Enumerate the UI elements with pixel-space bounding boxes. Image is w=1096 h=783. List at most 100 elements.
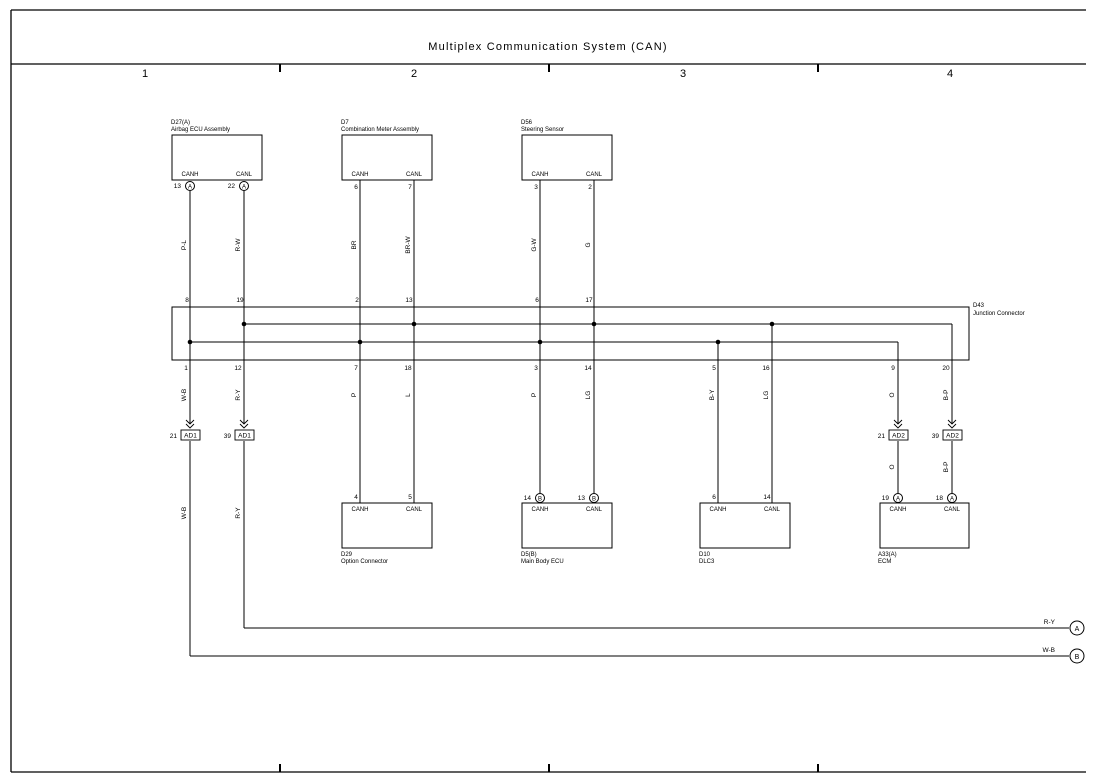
lower-wire-colors: W-B R-Y P L P LG B-Y LG O B-P (181, 389, 950, 402)
pin-number: 6 (712, 494, 716, 501)
component-name: Main Body ECU (521, 559, 564, 565)
pin-number: 39 (224, 433, 232, 440)
wire-color-label: R-Y (235, 389, 242, 401)
inline-connector-ad1-b: 39 AD1 (224, 429, 255, 441)
component-name: ECM (878, 559, 891, 565)
connector-box (888, 429, 909, 441)
junction-connector-label: D43 Junction Connector (973, 303, 1025, 317)
wire-color-label: R-Y (235, 507, 242, 519)
pin-number: 13 (405, 297, 413, 304)
component-main-body-ecu: 14 B 13 B CANH CANL D5(B) Main Body ECU (521, 493, 613, 565)
continuation-marker (1069, 620, 1085, 636)
wire-color-label: G-W (531, 237, 538, 251)
component-id: D10 (699, 552, 711, 558)
wire-color-label: G (585, 242, 592, 247)
after-inline-wire-colors: W-B R-Y O B-P (181, 462, 950, 520)
wires (189, 180, 1069, 657)
connector-letter: A (950, 497, 954, 503)
component-box (171, 134, 263, 181)
inline-connector-ad2-b: 39 AD2 (932, 429, 963, 441)
wire-color-label: W-B (181, 507, 188, 520)
connector-letter: A (896, 497, 900, 503)
pin-number: 5 (408, 494, 412, 501)
pin-label: CANH (709, 507, 726, 513)
splice-point (591, 321, 597, 327)
pin-number: 14 (763, 494, 771, 501)
pin-label: CANH (351, 507, 368, 513)
wire-color-label: P (531, 393, 538, 397)
wire-color-label: BR-W (405, 235, 412, 253)
connector-letter: A (188, 185, 192, 191)
pin-number: 14 (584, 365, 592, 372)
splice-point (769, 321, 775, 327)
splice-point (187, 339, 193, 345)
page-title: Multiplex Communication System (CAN) (428, 41, 667, 53)
component-id: D5(B) (521, 552, 537, 558)
pin-number: 3 (534, 365, 538, 372)
pin-label: CANH (889, 507, 906, 513)
pin-label: CANH (531, 172, 548, 178)
junction-bottom-pins: 1 12 7 18 3 14 5 16 9 20 (184, 365, 950, 372)
component-airbag-ecu: D27(A) Airbag ECU Assembly CANH CANL 13 … (171, 120, 263, 191)
pin-label: CANH (181, 172, 198, 178)
grid-col-2: 2 (411, 68, 417, 80)
pin-number: 39 (932, 433, 940, 440)
pin-label: CANL (764, 507, 781, 513)
connector-box (180, 429, 201, 441)
component-combination-meter: D7 Combination Meter Assembly CANH CANL … (341, 120, 433, 191)
inline-connector-ad2-a: 21 AD2 (878, 429, 909, 441)
junction-name: Junction Connector (973, 311, 1025, 317)
pin-number: 1 (184, 365, 188, 372)
grid-col-4: 4 (947, 68, 953, 80)
pin-number: 5 (712, 365, 716, 372)
pin-number: 18 (936, 495, 944, 502)
pin-number: 12 (234, 365, 242, 372)
junction-id: D43 (973, 303, 985, 309)
component-box (699, 502, 791, 549)
component-box (341, 502, 433, 549)
pin-number: 19 (236, 297, 244, 304)
pin-number: 3 (534, 184, 538, 191)
wire-color-label: P-L (181, 240, 188, 251)
component-id: A33(A) (878, 552, 897, 558)
wire-color-label: O (889, 392, 896, 397)
component-ecm: 19 A 18 A CANH CANL A33(A) ECM (878, 493, 970, 565)
splice-point (715, 339, 721, 345)
continuation-letter: B (1075, 654, 1080, 661)
pin-number: 7 (354, 365, 358, 372)
pin-label: CANL (406, 172, 423, 178)
pin-number: 13 (578, 495, 586, 502)
component-steering-sensor: D56 Steering Sensor CANH CANL 3 2 (521, 120, 613, 191)
wire-color-label: R-Y (1044, 619, 1056, 626)
connector-letter: A (242, 185, 246, 191)
component-dlc3: 6 14 CANH CANL D10 DLC3 (699, 494, 791, 565)
wire-color-label: LG (763, 391, 770, 400)
pin-number: 13 (174, 183, 182, 190)
component-name: Option Connector (341, 559, 388, 565)
splice-point (411, 321, 417, 327)
splice-point (357, 339, 363, 345)
inline-connector-ad1-a: 21 AD1 (170, 429, 201, 441)
continuation-marker (1069, 648, 1085, 664)
pin-number: 2 (355, 297, 359, 304)
pin-label: CANL (236, 172, 253, 178)
component-name: Airbag ECU Assembly (171, 127, 230, 133)
pin-number: 22 (228, 183, 236, 190)
pin-number: 16 (762, 365, 770, 372)
connector-box (942, 429, 963, 441)
grid-column-labels: 1 2 3 4 (142, 68, 953, 80)
component-box (879, 502, 970, 549)
pin-number: 2 (588, 184, 592, 191)
wire-color-label: B-Y (709, 389, 716, 401)
pin-label: CANL (586, 172, 603, 178)
grid-col-1: 1 (142, 68, 148, 80)
component-id: D56 (521, 120, 533, 126)
wire-color-label: LG (585, 391, 592, 400)
connector-id: AD1 (238, 433, 251, 440)
component-name: Steering Sensor (521, 127, 564, 133)
continuation-letter: A (1075, 626, 1080, 633)
pin-number: 18 (404, 365, 412, 372)
inline-connector-arrows (185, 419, 957, 429)
upper-wire-colors: P-L R-W BR BR-W G-W G (181, 235, 592, 253)
grid-ticks (279, 64, 819, 772)
